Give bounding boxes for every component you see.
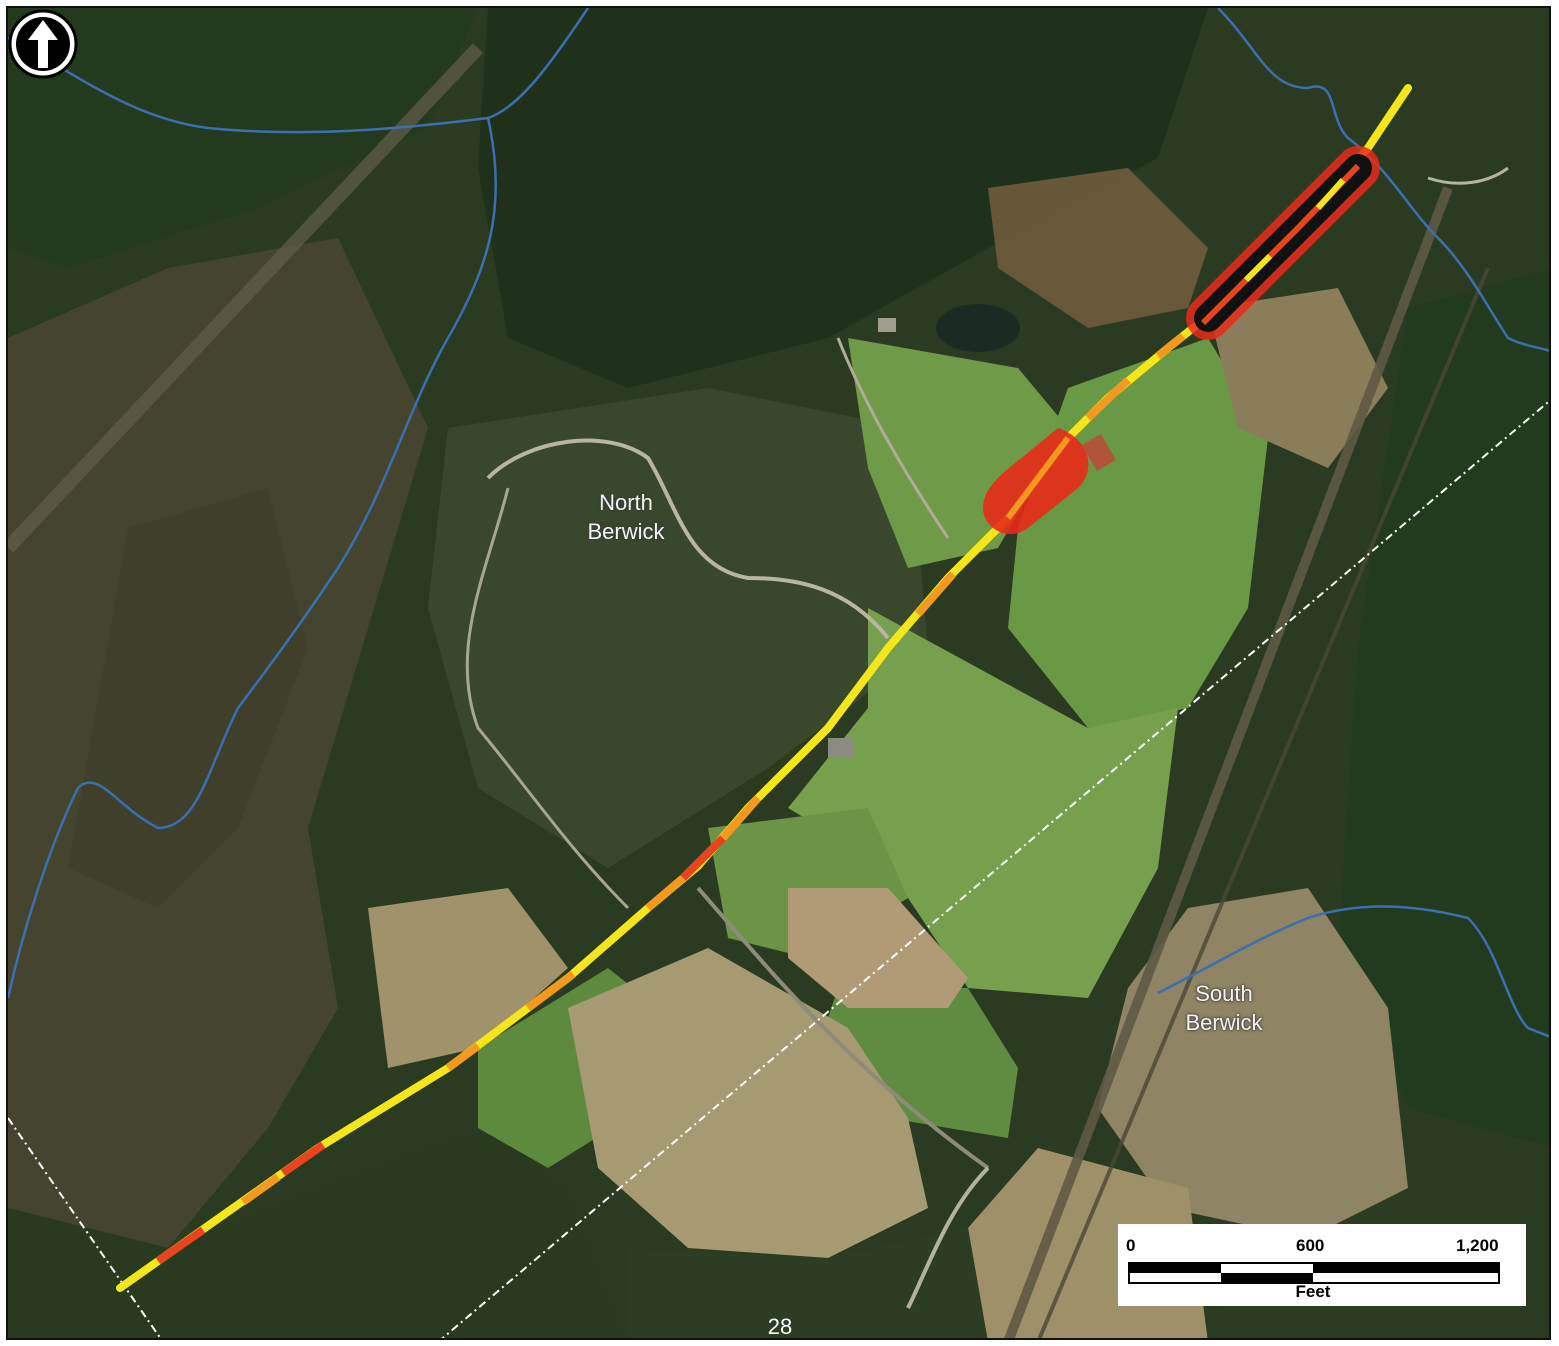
- route-segments: [155, 332, 1186, 1265]
- stream-southeast: [1157, 905, 1549, 1038]
- farm-building: [1081, 434, 1116, 471]
- house-2: [878, 318, 896, 332]
- rail-corridor-east-2: [1037, 267, 1490, 1338]
- field-tan-4: [1098, 888, 1408, 1238]
- field-green-3: [788, 608, 1178, 998]
- forest-east: [1338, 269, 1549, 1147]
- aerial-map: [8, 8, 1549, 1338]
- route-segment-orange-5: [719, 795, 762, 841]
- scale-tick-600: 600: [1296, 1236, 1325, 1255]
- forest-northwest: [8, 8, 478, 268]
- route-segment-red-2: [280, 1141, 326, 1177]
- road-south-curve: [906, 1166, 990, 1309]
- road-village-south: [465, 487, 630, 910]
- scale-bar: 0 600 1,200 Feet: [1118, 1224, 1526, 1306]
- route-segment-red-3: [680, 835, 726, 881]
- road-village-loop: [486, 438, 890, 640]
- stream-north: [8, 8, 590, 134]
- pond: [936, 304, 1020, 352]
- page-number: 28: [767, 1314, 793, 1339]
- scale-tick-0: 0: [1126, 1236, 1136, 1255]
- place-label-south-berwick: South Berwick: [1185, 981, 1263, 1035]
- scale-unit: Feet: [1295, 1282, 1331, 1301]
- rail-corridor-east: [1004, 186, 1453, 1338]
- house-1: [828, 738, 854, 758]
- field-tan-2: [568, 948, 928, 1258]
- place-label-north-berwick: North Berwick: [587, 490, 665, 544]
- route-segment-orange-8: [1155, 332, 1186, 360]
- route-segment-orange-3: [525, 970, 576, 1012]
- rail-corridor-west: [8, 43, 484, 553]
- north-arrow-icon: [8, 9, 78, 79]
- field-green-5: [818, 988, 1018, 1138]
- field-tan-3: [788, 888, 968, 1008]
- mixed-forest-west: [68, 488, 308, 908]
- clearing-northeast: [988, 168, 1208, 328]
- hotspot-black-route-yellow: [1243, 253, 1273, 283]
- forest-south: [8, 1128, 627, 1338]
- field-tan-1: [368, 888, 568, 1068]
- road-south-diag: [696, 886, 990, 1170]
- field-tan-6: [1208, 288, 1388, 468]
- road-east-lane: [1427, 166, 1509, 185]
- forest-north: [478, 8, 1208, 388]
- forest-south-2: [628, 1228, 988, 1338]
- scale-tick-1200: 1,200: [1456, 1236, 1499, 1255]
- scale-bar-graphic: [1128, 1262, 1500, 1284]
- route-segment-orange-7: [1085, 377, 1131, 421]
- hotspot-red-route: [1005, 436, 1071, 520]
- route-segment-orange-2: [445, 1042, 481, 1072]
- route-segment-orange-4: [645, 874, 686, 912]
- stream-northeast: [1217, 8, 1549, 353]
- route-segment-orange-1: [240, 1173, 281, 1206]
- map-frame: North Berwick South Berwick 0 600 1,200 …: [6, 6, 1551, 1340]
- route-segment-orange-6: [914, 571, 957, 617]
- village-area: [428, 388, 928, 868]
- hotspot-black-route-yellow-2: [1315, 178, 1346, 210]
- route-segment-red-1: [155, 1226, 206, 1265]
- road-north-lane: [836, 337, 950, 539]
- stream-west: [8, 117, 498, 999]
